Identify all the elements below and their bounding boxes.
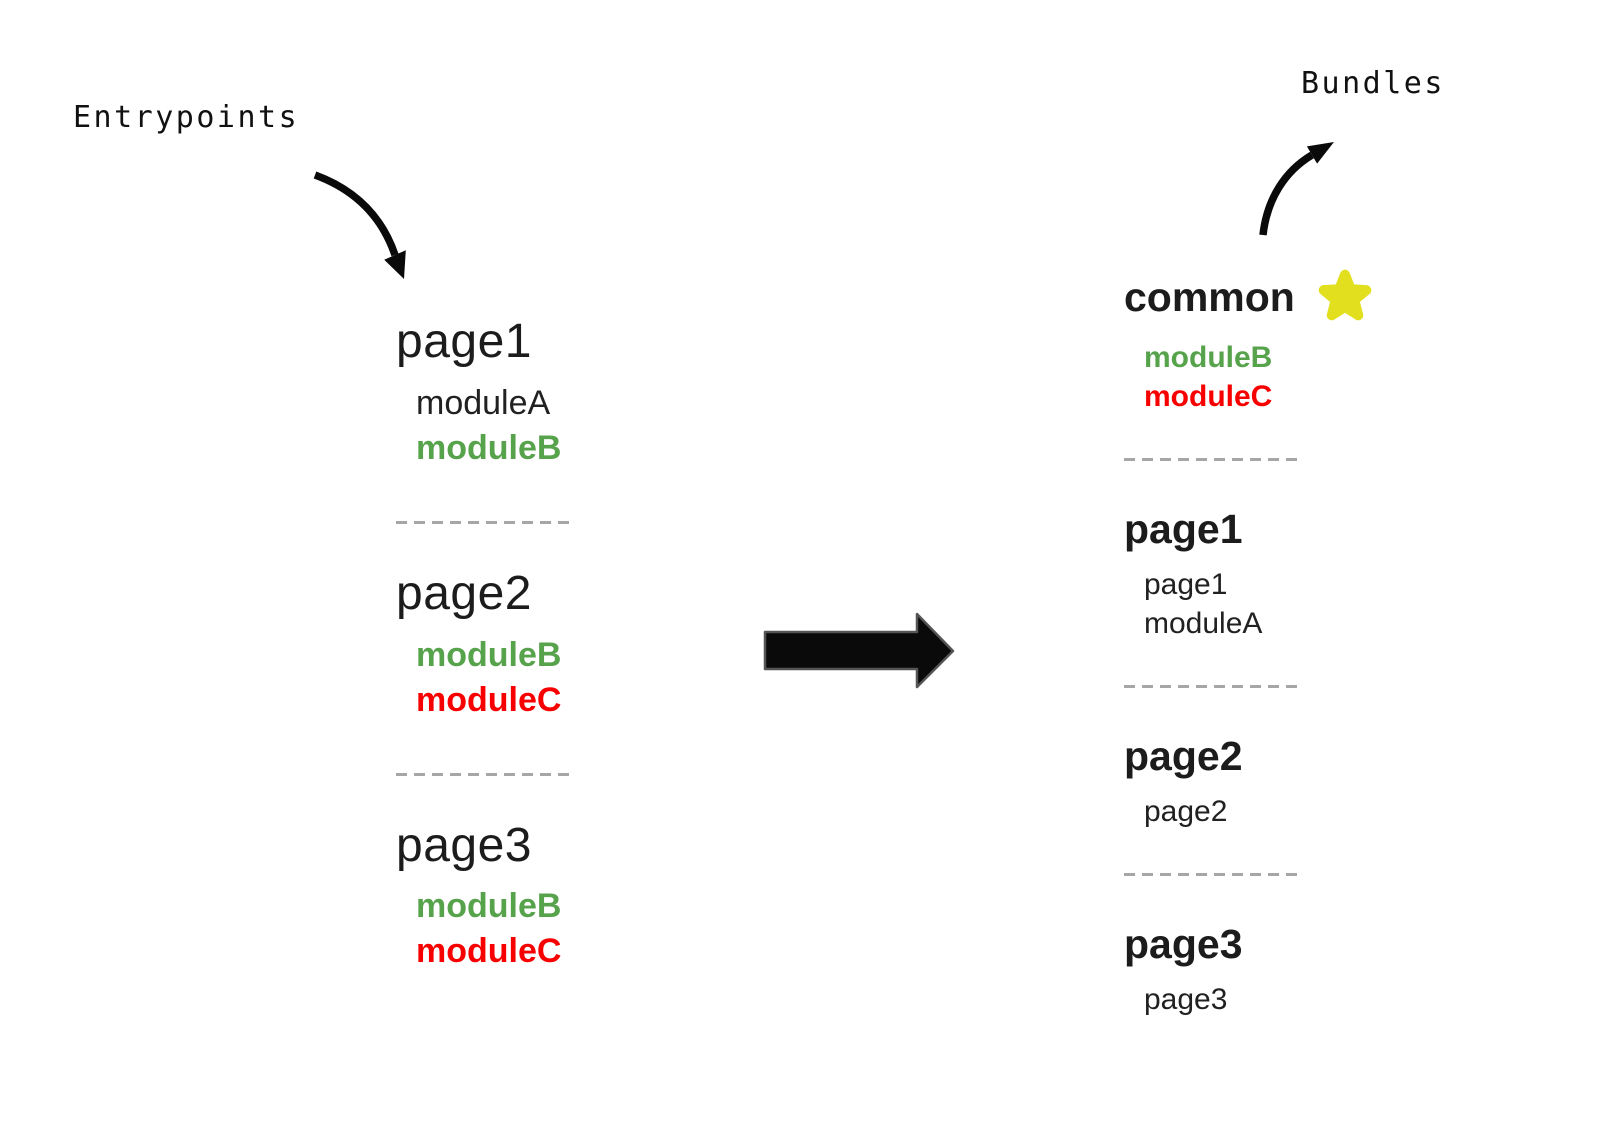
module-item: moduleB (1144, 341, 1273, 374)
module-item: moduleB (416, 635, 562, 674)
module-item: moduleC (416, 932, 562, 971)
divider (1124, 872, 1302, 876)
module-item: moduleB (416, 887, 562, 926)
transform-arrow-icon (763, 612, 955, 689)
bundle-section-page2: page2 page2 (1124, 732, 1334, 831)
bundle-module-list: page1 moduleA (1124, 565, 1334, 643)
divider (1124, 684, 1302, 688)
entry-module-list: moduleA moduleB (396, 381, 596, 471)
entrypoints-label: Entrypoints (73, 100, 300, 135)
bundle-section-page3: page3 page3 (1124, 920, 1334, 1019)
module-item: moduleA (416, 383, 551, 422)
entry-section-title: page3 (396, 818, 532, 872)
entry-module-list: moduleB moduleC (396, 884, 596, 974)
curved-arrow-up-icon (1259, 142, 1334, 236)
module-item: page3 (1144, 982, 1228, 1016)
bundle-section-page1: page1 page1 moduleA (1124, 506, 1334, 643)
bundles-label: Bundles (1301, 66, 1445, 101)
star-icon (1318, 269, 1372, 321)
bundle-module-list: page2 (1124, 792, 1334, 831)
bundle-section-common: common moduleB moduleC (1124, 269, 1372, 416)
bundle-section-title: common (1124, 274, 1295, 321)
entry-section-page2: page2 moduleB moduleC (396, 566, 596, 723)
entry-section-page1: page1 moduleA moduleB (396, 315, 596, 471)
module-item: page2 (1144, 794, 1228, 828)
bundle-section-title: page3 (1124, 920, 1243, 967)
bundle-module-list: page3 (1124, 980, 1334, 1019)
divider (396, 520, 574, 524)
divider (396, 772, 574, 776)
entry-section-page3: page3 moduleB moduleC (396, 818, 596, 975)
module-item: moduleC (1144, 380, 1273, 413)
entry-section-title: page2 (396, 566, 532, 620)
bundles-column: common moduleB moduleC page1 page1 modul… (1124, 269, 1372, 1019)
entry-module-list: moduleB moduleC (396, 633, 596, 723)
curved-arrow-down-icon (313, 171, 406, 279)
module-item: moduleC (416, 680, 562, 719)
entrypoints-column: page1 moduleA moduleB page2 moduleB modu… (396, 315, 596, 975)
bundle-section-title: page2 (1124, 732, 1243, 779)
module-item: page1 (1144, 567, 1228, 601)
bundle-section-title: page1 (1124, 506, 1243, 552)
entry-section-title: page1 (396, 315, 532, 368)
bundle-section-title-row: common (1124, 269, 1372, 326)
module-item: moduleA (1144, 606, 1263, 640)
bundle-module-list: moduleB moduleC (1124, 338, 1334, 416)
module-item: moduleB (416, 428, 562, 467)
divider (1124, 458, 1302, 461)
